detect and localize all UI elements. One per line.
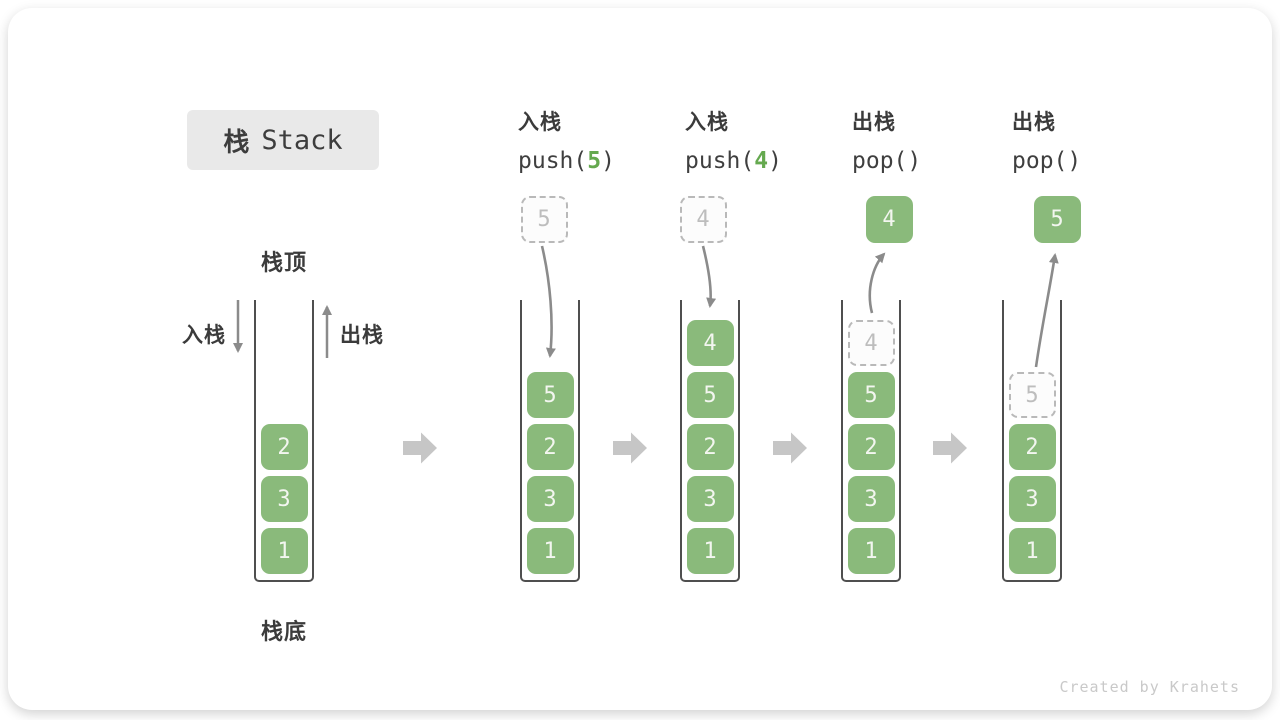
stack-cell: 4	[686, 320, 734, 366]
step-right-arrow-icon	[773, 432, 807, 464]
diagram-title-latin: Stack	[261, 124, 343, 156]
stack-cell: 5	[847, 372, 895, 418]
stack-cell: 3	[526, 476, 574, 522]
stack-bottom-label: 栈底	[260, 620, 307, 645]
operation-label: 入栈	[685, 110, 729, 134]
stack-cell-ghost: 4	[847, 320, 895, 366]
stack-cell: 1	[1008, 528, 1056, 574]
stack-cell: 2	[686, 424, 734, 470]
step-right-arrow-icon	[613, 432, 647, 464]
stack-cell: 2	[847, 424, 895, 470]
popped-value-box: 4	[865, 196, 913, 243]
stack-cell: 2	[526, 424, 574, 470]
stack-cell: 1	[686, 528, 734, 574]
incoming-value-box: 4	[679, 196, 727, 243]
operation-label: 入栈	[518, 110, 562, 134]
step-right-arrow-icon	[403, 432, 437, 464]
stack-cell: 1	[847, 528, 895, 574]
stack-cell: 5	[526, 372, 574, 418]
stack-cell: 5	[686, 372, 734, 418]
stack-cell: 1	[526, 528, 574, 574]
push-4-arrow-icon	[701, 245, 717, 308]
operation-code: push(4)	[685, 148, 782, 174]
stack-top-label: 栈顶	[260, 251, 307, 276]
stack-cell: 3	[847, 476, 895, 522]
operation-code: pop()	[1012, 148, 1082, 174]
operation-arg: 4	[754, 148, 769, 174]
stack-cell: 2	[260, 424, 308, 470]
watermark: Created by Krahets	[1059, 678, 1240, 696]
diagram-title-cjk: 栈	[223, 127, 250, 158]
stack-4-after-pop-4	[841, 300, 901, 582]
operation-label: 出栈	[852, 110, 896, 134]
diagram-title: 栈 Stack	[187, 110, 379, 170]
operation-code: pop()	[852, 148, 922, 174]
operation-label: 出栈	[1012, 110, 1056, 134]
stack-cell: 3	[1008, 476, 1056, 522]
stack-cell: 3	[260, 476, 308, 522]
operation-push-4: 入栈 push(4)	[685, 106, 855, 174]
stack-cell-ghost: 5	[1008, 372, 1056, 418]
stack-3-after-push-4	[680, 300, 740, 582]
operation-arg: 5	[587, 148, 602, 174]
stack-1-initial	[254, 300, 314, 582]
pop-side-label: 出栈	[340, 323, 384, 347]
operation-pop-1: 出栈 pop()	[852, 106, 1022, 174]
step-right-arrow-icon	[933, 432, 967, 464]
stack-2-after-push-5	[520, 300, 580, 582]
push-side-label: 入栈	[182, 323, 226, 347]
stack-cell: 2	[1008, 424, 1056, 470]
operation-push-5: 入栈 push(5)	[518, 106, 688, 174]
stack-5-after-pop-5	[1002, 300, 1062, 582]
popped-value-box: 5	[1033, 196, 1081, 243]
stack-cell: 3	[686, 476, 734, 522]
stack-cell: 1	[260, 528, 308, 574]
incoming-value-box: 5	[520, 196, 568, 243]
operation-pop-2: 出栈 pop()	[1012, 106, 1182, 174]
operation-code: push(5)	[518, 148, 615, 174]
